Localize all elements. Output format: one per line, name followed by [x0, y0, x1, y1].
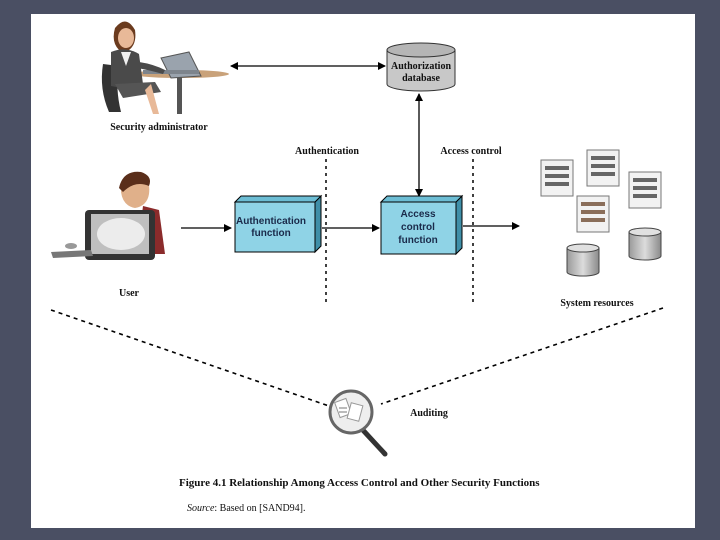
- authorization-db-label-1: Authorization: [391, 61, 451, 72]
- security-admin-label: Security administrator: [110, 122, 208, 133]
- magnifying-glass-icon: [328, 389, 388, 457]
- figure-caption: Figure 4.1 Relationship Among Access Con…: [179, 477, 540, 489]
- authentication-function-box: Authentication function: [233, 194, 323, 254]
- diagram-canvas: Security administrator Authorization dat…: [50, 21, 664, 514]
- auth-function-label-1: Authentication: [236, 216, 306, 227]
- access-function-label-2: control: [401, 222, 435, 233]
- source-line: Source: Based on [SAND94].: [187, 503, 306, 514]
- system-resources-label: System resources: [560, 298, 633, 309]
- auth-function-label-2: function: [251, 228, 290, 239]
- access-control-function-box: Access control function: [379, 194, 464, 256]
- audit-line-right: [380, 307, 664, 405]
- authorization-db-label-2: database: [402, 73, 440, 84]
- source-text: : Based on [SAND94].: [214, 503, 305, 514]
- authorization-database: Authorization database: [386, 42, 456, 92]
- database-cylinder-icon: [566, 227, 662, 277]
- document-stack-icon: [540, 149, 662, 233]
- woman-at-laptop-icon: [101, 21, 229, 114]
- zone-access-control-label: Access control: [440, 146, 501, 157]
- access-function-label-1: Access: [400, 209, 435, 220]
- zone-authentication-label: Authentication: [295, 146, 359, 157]
- slide: Security administrator Authorization dat…: [31, 14, 695, 528]
- audit-line-left: [50, 309, 330, 407]
- auditing-label: Auditing: [410, 408, 448, 419]
- user-label: User: [119, 288, 140, 299]
- source-label: Source: [187, 503, 215, 514]
- man-at-computer-icon: [51, 171, 165, 260]
- access-function-label-3: function: [398, 235, 437, 246]
